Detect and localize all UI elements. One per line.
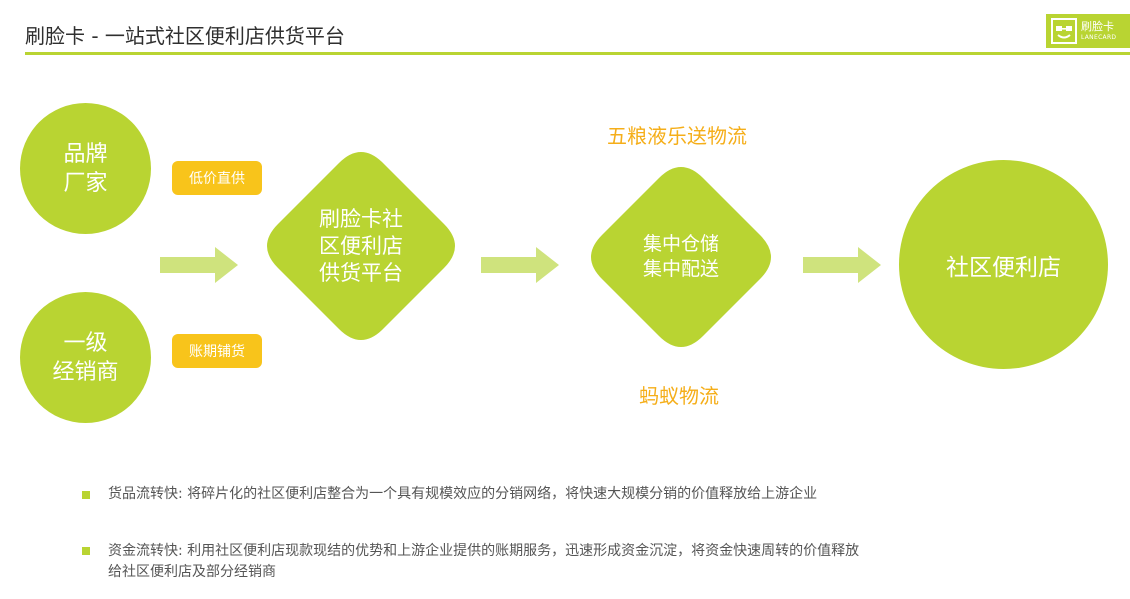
lanecard-logo: 刷脸卡 LANECARD (1046, 14, 1130, 48)
arrow-right-icon (160, 247, 238, 283)
badge-credit-terms: 账期铺货 (172, 334, 262, 368)
logistics-diamond (591, 167, 771, 347)
bullet-goods-turnover: 货品流转快: 将碎片化的社区便利店整合为一个具有规模效应的分销网络，将快速大规模… (108, 486, 818, 502)
bullet-capital-turnover: 资金流转快: 利用社区便利店现款现结的优势和上游企业提供的账期服务，迅速形成资金… (108, 541, 859, 583)
source-distributor-line2: 经销商 (52, 359, 119, 385)
arrow-right-icon (481, 247, 559, 283)
platform-label: 刷脸卡社 区便利店 供货平台 (271, 207, 451, 285)
platform-line2: 区便利店 (319, 233, 403, 258)
source-brand-line2: 厂家 (63, 170, 108, 196)
platform-diamond (267, 152, 455, 340)
source-distributor-line1: 一级 (63, 330, 108, 356)
source-brand-circle: 品牌 厂家 (20, 103, 151, 234)
bullet-capital-line1: 资金流转快: 利用社区便利店现款现结的优势和上游企业提供的账期服务，迅速形成资金… (108, 543, 860, 559)
partner-bottom-label: 蚂蚁物流 (639, 384, 719, 408)
page-title: 刷脸卡 - 一站式社区便利店供货平台 (25, 24, 345, 48)
logo-text-cn: 刷脸卡 (1081, 20, 1114, 33)
bullet-marker (82, 491, 90, 499)
title-divider (25, 52, 1130, 55)
destination-label: 社区便利店 (946, 254, 1061, 281)
logistics-line1: 集中仓储 (642, 233, 719, 255)
logistics-label: 集中仓储 集中配送 (601, 232, 761, 282)
partner-top-label: 五粮液乐送物流 (607, 124, 747, 148)
arrow-right-icon (803, 247, 881, 283)
destination-circle: 社区便利店 (899, 160, 1108, 369)
source-distributor-circle: 一级 经销商 (20, 292, 151, 423)
platform-line1: 刷脸卡社 (319, 206, 403, 231)
badge-low-price: 低价直供 (172, 161, 262, 195)
bullet-capital-line2: 给社区便利店及部分经销商 (108, 564, 276, 580)
face-icon (1051, 18, 1077, 44)
logo-text-en: LANECARD (1081, 34, 1117, 41)
logistics-line2: 集中配送 (642, 258, 719, 280)
platform-line3: 供货平台 (319, 260, 403, 285)
source-brand-line1: 品牌 (63, 141, 108, 167)
bullet-marker (82, 547, 90, 555)
